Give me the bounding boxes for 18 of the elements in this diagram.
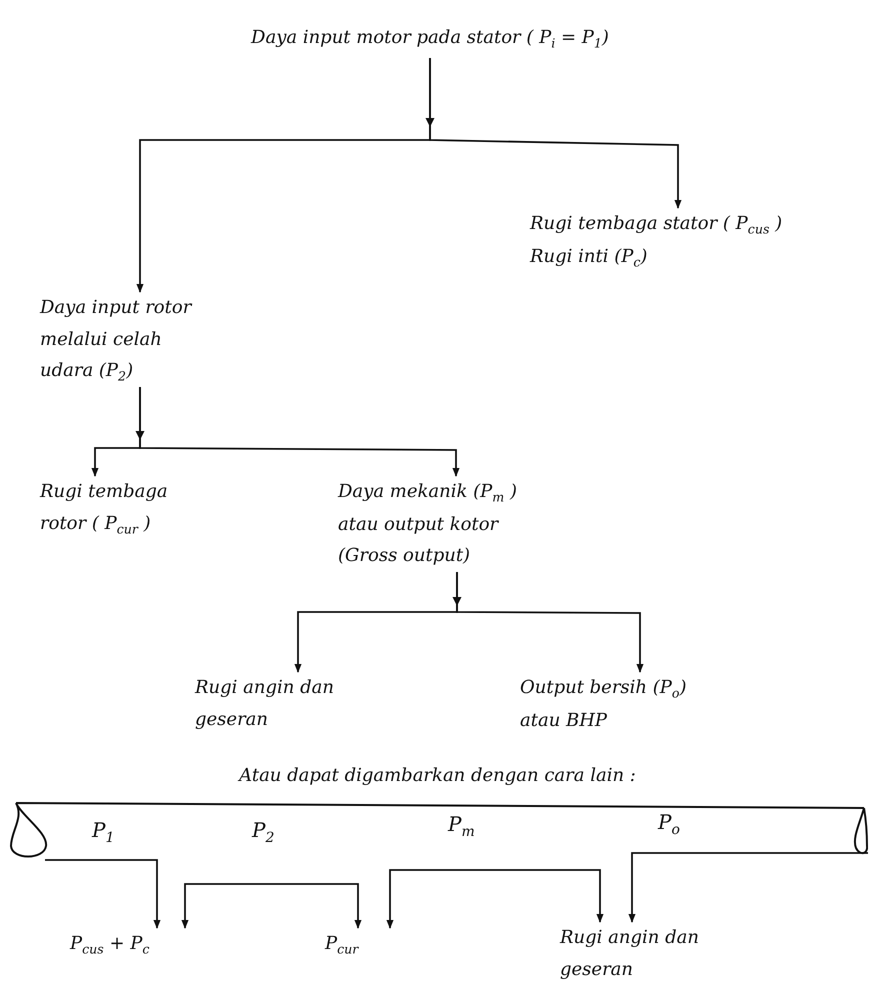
node-text: Rugi angin dan geseran <box>195 676 335 732</box>
arrow <box>139 387 460 477</box>
arrow <box>456 572 644 673</box>
arrow <box>386 869 604 929</box>
node-text: Daya input motor pada stator ( P$_{i}$ = P$_{1}$) <box>250 26 610 53</box>
arrow <box>628 852 868 923</box>
node-text: Daya input rotor melalui celah udara (P$_{2}$) <box>40 296 194 386</box>
node-text: Daya mekanik (P$_{m}$ ) atau output kotor (Gross output) <box>338 480 518 568</box>
node-text: Rugi angin dan geseran <box>560 926 700 982</box>
arrow <box>181 883 362 929</box>
node-text: P$_{cu}$$_{s}$ + P$_{c}$ <box>70 932 150 959</box>
note-text: Atau dapat digambarkan dengan cara lain : <box>236 765 637 786</box>
node-text: Rugi tembaga stator ( P$_{cu}$$_{s}$ ) <box>530 212 784 239</box>
node-text: Rugi tembaga rotor ( P$_{cu}$$_{r}$ ) <box>40 480 169 538</box>
node-text: Rugi inti (P$_{c}$) <box>530 244 648 272</box>
arrow <box>136 58 431 293</box>
arrow <box>45 859 161 929</box>
node-text: Output bersih (P$_{o}$) atau BHP <box>520 676 688 733</box>
